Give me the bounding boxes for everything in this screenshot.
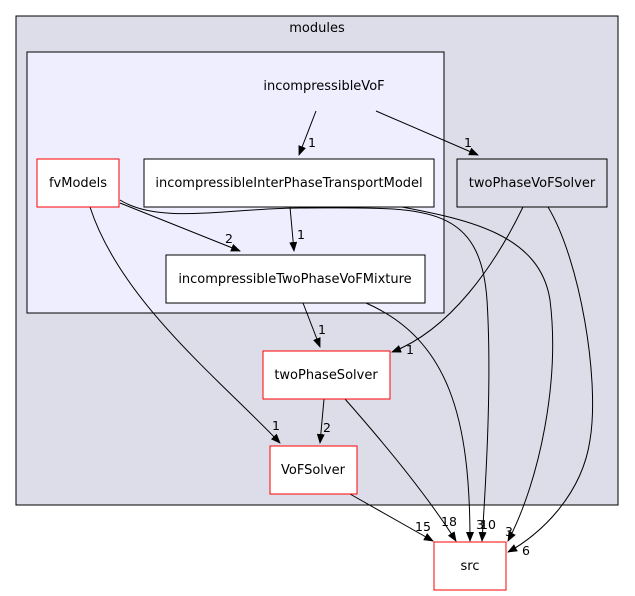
cluster-modules-label: modules [289, 21, 345, 36]
edge-label-mixture-twophasesolver: 1 [318, 322, 326, 337]
node-src-label: src [461, 559, 480, 574]
edge-label-fvmodels-mixture: 2 [225, 231, 233, 246]
node-two-phase-solver[interactable]: twoPhaseSolver [262, 350, 391, 400]
edge-fvmodels-to-mixture [119, 202, 241, 252]
edge-twophasevofsolver-to-twophasesolver [391, 206, 524, 353]
edge-mixture-to-twophasesolver [302, 302, 321, 348]
edge-fvmodels-to-vofsolver [89, 206, 281, 444]
node-src-box [433, 541, 507, 591]
node-twophasesolver-box [262, 350, 391, 400]
node-fvmodels[interactable]: fvModels [36, 158, 120, 208]
node-transport-label: incompressibleInterPhaseTransportModel [155, 176, 422, 191]
cluster-incompressible-vof-label: incompressibleVoF [263, 79, 384, 94]
edge-label-fvmodels-vofsolver: 1 [272, 418, 280, 433]
edge-mixture-to-src [365, 302, 474, 542]
edges [89, 110, 594, 553]
node-twophasevofsolver-box [456, 158, 608, 208]
node-mixture-label: incompressibleTwoPhaseVoFMixture [178, 272, 411, 287]
edge-twophasesolver-to-src [344, 398, 457, 542]
edge-transport-to-mixture [289, 206, 298, 252]
node-fvmodels-box [36, 158, 120, 208]
node-incompressible-inter-phase-transport-model[interactable]: incompressibleInterPhaseTransportModel [143, 158, 435, 208]
edge-label-fvmodels-src: 10 [480, 517, 496, 532]
node-two-phase-vof-solver[interactable]: twoPhaseVoFSolver [456, 158, 608, 208]
node-src[interactable]: src [433, 541, 507, 591]
edge-twophasesolver-to-vofsolver [316, 398, 325, 444]
edge-twophasevofsolver-to-src [507, 206, 594, 553]
node-transport-box [143, 158, 435, 208]
edge-label-incompressiblevof-twophasevofsolver: 1 [464, 135, 472, 150]
node-incompressible-two-phase-vof-mixture[interactable]: incompressibleTwoPhaseVoFMixture [165, 254, 426, 304]
edge-label-transport-mixture: 1 [297, 227, 305, 242]
edge-label-vofsolver-src: 15 [415, 519, 431, 534]
edge-incompressiblevof-to-transport [298, 110, 317, 156]
edge-fvmodels-to-src [119, 199, 490, 542]
node-vofsolver-box [269, 445, 358, 495]
edge-label-mixture-src: 3 [476, 517, 484, 532]
edge-label-twophasevofsolver-twophasesolver: 1 [406, 342, 414, 357]
edge-label-twophasesolver-vofsolver: 2 [323, 420, 331, 435]
node-fvmodels-label: fvModels [49, 176, 107, 191]
node-vof-solver[interactable]: VoFSolver [269, 445, 358, 495]
node-twophasesolver-label: twoPhaseSolver [274, 368, 378, 383]
edge-label-twophasesolver-src: 18 [441, 514, 457, 529]
edge-label-twophasevofsolver-src: 6 [522, 543, 530, 558]
node-mixture-box [165, 254, 426, 304]
node-vofsolver-label: VoFSolver [281, 463, 346, 478]
edge-transport-to-src [401, 206, 554, 542]
edge-vofsolver-to-src [349, 493, 434, 542]
edge-label-transport-src: 3 [505, 524, 513, 539]
edge-labels: 1 1 2 1 1 1 2 1 15 18 3 10 3 6 [225, 135, 530, 558]
edge-incompressiblevof-to-twophasevofsolver [375, 110, 479, 156]
node-twophasevofsolver-label: twoPhaseVoFSolver [469, 176, 596, 191]
edge-label-incompressiblevof-transport: 1 [308, 135, 316, 150]
